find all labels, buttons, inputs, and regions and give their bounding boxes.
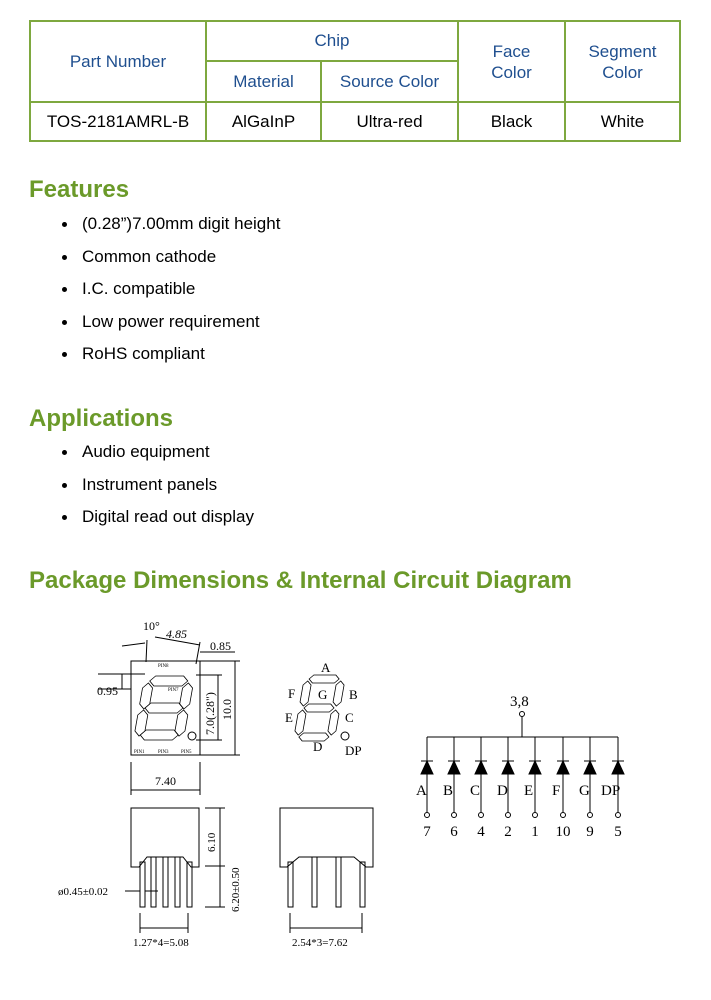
- seg-g-label: G: [318, 687, 327, 702]
- diode-icon: [420, 759, 434, 775]
- pin-number: 10: [556, 824, 571, 840]
- pin-length-dim: 6.20±0.50: [230, 867, 242, 912]
- applications-heading: Applications: [29, 405, 174, 432]
- seg-a-label: A: [321, 660, 331, 675]
- width-dim: 7.40: [155, 774, 176, 788]
- segment-label: E: [524, 783, 533, 799]
- pin-terminal: [478, 812, 484, 818]
- pin7-label: PIN7: [168, 688, 179, 693]
- pin-number: 5: [614, 824, 622, 840]
- offset-dim: 0.85: [210, 639, 231, 653]
- diode-icon: [474, 759, 488, 775]
- pin-terminal: [424, 812, 430, 818]
- seg-d-label: D: [313, 739, 322, 754]
- cell-part-number: TOS-2181AMRL-B: [29, 101, 207, 142]
- height-dim: 10.0: [220, 699, 234, 720]
- diode-icon: [447, 759, 461, 775]
- list-item: Low power requirement: [62, 312, 280, 345]
- segment-label: B: [443, 783, 453, 799]
- pitch-front-dim: 1.27*4=5.08: [133, 937, 189, 949]
- applications-list: Audio equipment Instrument panels Digita…: [62, 442, 254, 540]
- package-diagram: PIN8 PIN7 PIN1 PIN3 PIN5 10° 4.85 0.85 0…: [58, 619, 625, 949]
- features-heading: Features: [29, 176, 130, 203]
- list-item: RoHS compliant: [62, 344, 280, 377]
- pin-terminal: [560, 812, 566, 818]
- diode-icon: [556, 759, 570, 775]
- seg-c-label: C: [345, 710, 354, 725]
- diode-icon: [501, 759, 515, 775]
- pin3-label: PIN3: [158, 750, 169, 755]
- header-part-number: Part Number: [29, 20, 207, 103]
- pin-terminal: [587, 812, 593, 818]
- segment-label: A: [416, 783, 427, 799]
- header-material: Material: [205, 60, 322, 103]
- pin-number: 1: [531, 824, 539, 840]
- list-item: Digital read out display: [62, 507, 254, 540]
- header-chip: Chip: [205, 20, 459, 62]
- segment-map: A F G B E C D DP: [285, 660, 362, 758]
- package-heading: Package Dimensions & Internal Circuit Di…: [29, 567, 572, 594]
- segment-label: F: [552, 783, 560, 799]
- body-height-dim: 6.10: [206, 832, 218, 852]
- pin-number: 6: [450, 824, 458, 840]
- segment-label: D: [497, 783, 508, 799]
- pin-number: 7: [423, 824, 431, 840]
- front-view: PIN8 PIN7 PIN1 PIN3 PIN5 10° 4.85 0.85 0…: [97, 619, 240, 795]
- cell-face-color: Black: [457, 101, 566, 142]
- left-dim: 0.95: [97, 684, 118, 698]
- seg-e-label: E: [285, 710, 293, 725]
- pin-number: 9: [586, 824, 594, 840]
- list-item: (0.28”)7.00mm digit height: [62, 214, 280, 247]
- seg-dp-label: DP: [345, 743, 362, 758]
- pin-terminal: [505, 812, 511, 818]
- pin1-label: PIN1: [134, 750, 145, 755]
- internal-circuit: 3,8 A 7 B 6 C 4 D 2 E 1 F 10 G 9 DP 5: [416, 694, 625, 840]
- diode-icon: [528, 759, 542, 775]
- pitch-side-dim: 2.54*3=7.62: [292, 937, 348, 949]
- pin-number: 2: [504, 824, 512, 840]
- list-item: Audio equipment: [62, 442, 254, 475]
- digit-outline: [134, 675, 193, 741]
- segment-label: C: [470, 783, 480, 799]
- pin8-label: PIN8: [158, 664, 169, 669]
- angle-dim: 10°: [143, 619, 160, 633]
- cell-material: AlGaInP: [205, 101, 322, 142]
- cell-segment-color: White: [564, 101, 681, 142]
- list-item: Instrument panels: [62, 475, 254, 508]
- pin-diameter-dim: ø0.45±0.02: [58, 886, 108, 898]
- side-view-front: 6.10 6.20±0.50 ø0.45±0.02 1.27*4=5.08: [58, 807, 242, 949]
- features-list: (0.28”)7.00mm digit height Common cathod…: [62, 214, 280, 377]
- segment-label: DP: [601, 783, 620, 799]
- pin-terminal: [532, 812, 538, 818]
- seg-f-label: F: [288, 686, 295, 701]
- cell-source-color: Ultra-red: [320, 101, 459, 142]
- common-pin-label: 3,8: [510, 694, 529, 710]
- diode-icon: [611, 759, 625, 775]
- seg-width-dim: 4.85: [166, 627, 187, 641]
- list-item: I.C. compatible: [62, 279, 280, 312]
- pin5-label: PIN5: [181, 750, 192, 755]
- header-source-color: Source Color: [320, 60, 459, 103]
- diode-icon: [583, 759, 597, 775]
- seg-b-label: B: [349, 687, 358, 702]
- list-item: Common cathode: [62, 247, 280, 280]
- digit-height-dim: 7.0(.28"): [203, 692, 217, 735]
- pin-terminal: [615, 812, 621, 818]
- side-view-side: 2.54*3=7.62: [279, 807, 374, 949]
- segment-label: G: [579, 783, 590, 799]
- pin-number: 4: [477, 824, 485, 840]
- pin-terminal: [451, 812, 457, 818]
